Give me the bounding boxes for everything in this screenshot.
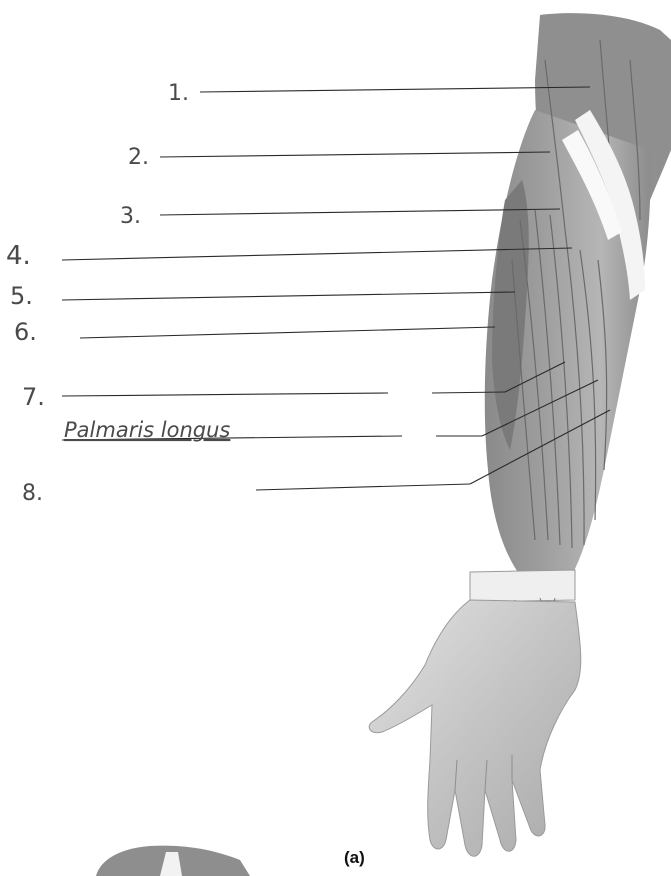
label-palmaris-longus: Palmaris longus [64, 418, 230, 442]
label-4: 4. [6, 241, 31, 271]
leader-line-8a [256, 484, 470, 490]
label-2: 2. [128, 145, 149, 170]
label-3: 3. [120, 204, 141, 229]
label-7: 7. [22, 383, 45, 411]
label-5: 5. [10, 282, 33, 310]
leader-line-3 [160, 209, 560, 215]
leader-line-1 [200, 87, 590, 92]
forearm-illustration [369, 13, 671, 856]
leader-line-2 [160, 152, 550, 157]
label-8: 8. [22, 481, 43, 506]
labels: 1. 2. 3. 4. 5. 6. 7. Palmaris longus 8. [6, 81, 230, 506]
flexor-retinaculum [470, 570, 575, 602]
label-1: 1. [168, 81, 189, 106]
hand-palm [369, 600, 581, 856]
partial-figure-b [96, 846, 250, 876]
leader-line-5 [62, 292, 515, 300]
leader-line-6 [80, 327, 495, 338]
label-6: 6. [14, 318, 37, 346]
leader-line-7a [62, 393, 388, 396]
figure-caption: (a) [344, 848, 365, 867]
